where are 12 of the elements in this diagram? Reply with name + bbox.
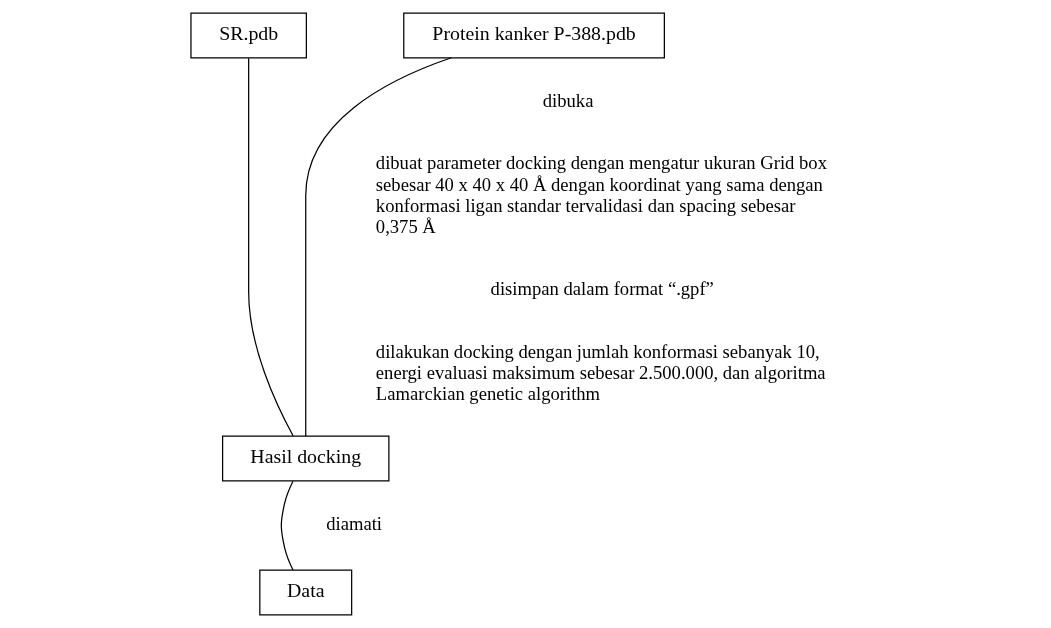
node-box: Data [258,569,352,616]
node-box: Protein kanker P-388.pdb [402,12,665,59]
label: dibuat parameter docking dengan mengatur ukuran Grid box sebesar 40 x 40 x 40 Å dengan koordinat yang sama dengan konformasi ligan standar tervalidasi dan spacing sebesar 0,375 Å [375,152,827,237]
connector [247,57,294,437]
label: dilakukan docking dengan jumlah konformasi sebanyak 10, energi evaluasi maksimum sebesar 2.500.000, dan algoritma Lamarckian genetic algorithm [375,341,826,405]
node-box: Hasil docking [221,435,389,482]
label: dibuka [542,89,593,111]
label: diamati [325,512,382,534]
node-box: SR.pdb [189,12,307,59]
connector [304,57,452,437]
label: disimpan dalam format “.gpf” [490,278,714,300]
connector [280,480,294,571]
